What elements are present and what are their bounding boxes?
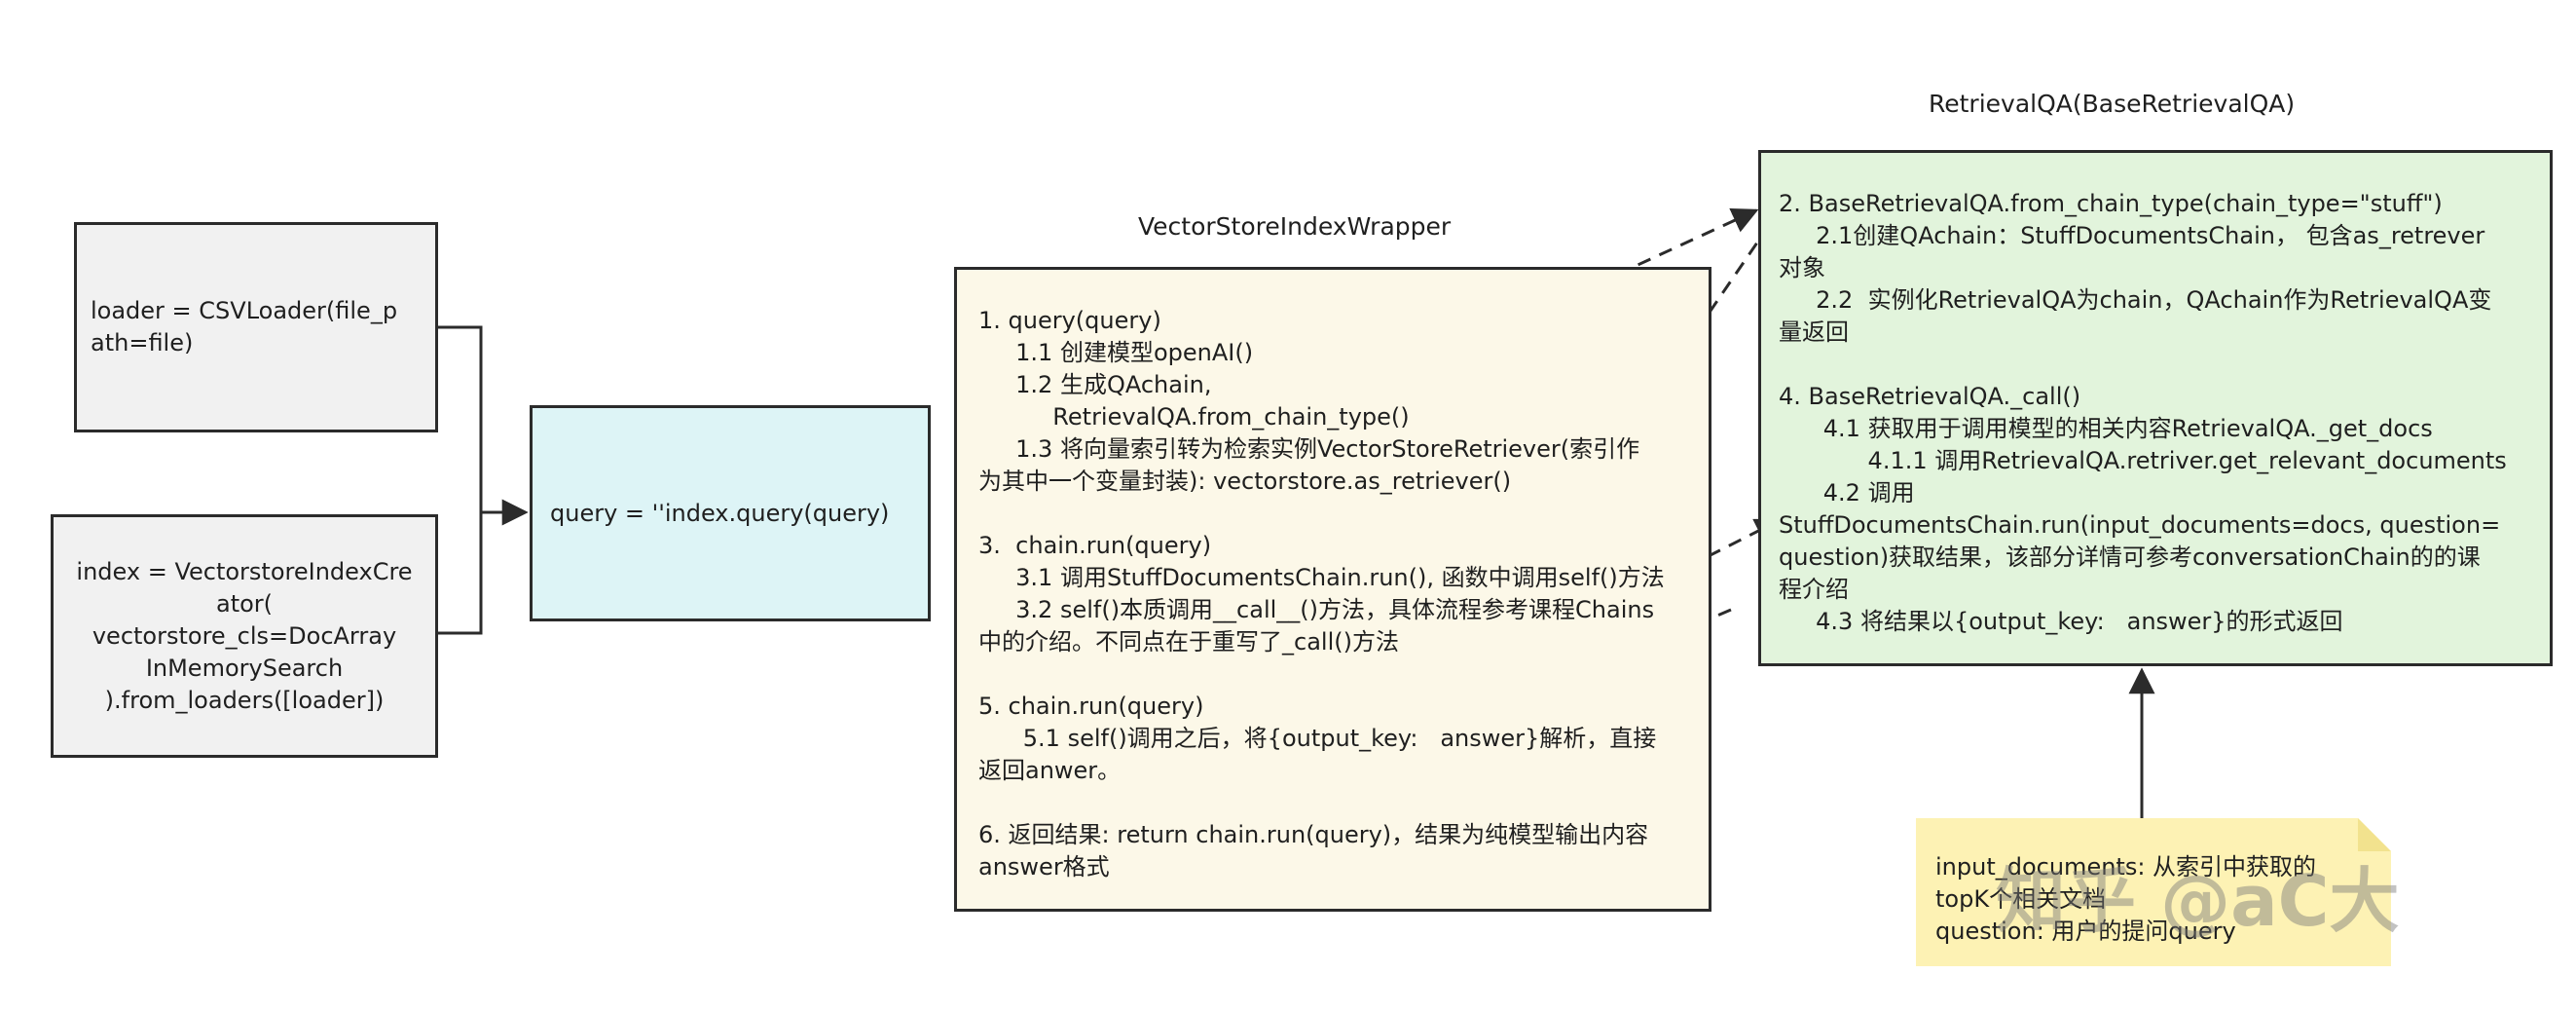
wrapper-line: 为其中一个变量封装): vectorstore.as_retriever(): [978, 468, 1512, 495]
edge-index-to-query: [438, 512, 483, 635]
wrapper-line: 3.1 调用StuffDocumentsChain.run(), 函数中调用se…: [978, 564, 1665, 591]
query-text: query = ''index.query(query): [550, 499, 890, 527]
wrapper-line: [978, 787, 1691, 819]
wrapper-line: 5. chain.run(query): [978, 693, 1204, 720]
retrieval-node: 2. BaseRetrievalQA.from_chain_type(chain…: [1758, 150, 2553, 666]
retrieval-line: 2.2 实例化RetrievalQA为chain，QAchain作为Retrie…: [1779, 286, 2492, 314]
wrapper-line: 1.1 创建模型openAI(): [978, 339, 1254, 366]
retrieval-title: RetrievalQA(BaseRetrievalQA): [1929, 90, 2296, 118]
index-line: ).from_loaders([loader]): [104, 686, 385, 714]
wrapper-title: VectorStoreIndexWrapper: [1138, 212, 1452, 241]
wrapper-line: 1.3 将向量索引转为检索实例VectorStoreRetriever(索引作: [978, 435, 1640, 463]
retrieval-line: StuffDocumentsChain.run(input_documents=…: [1779, 511, 2501, 539]
watermark: 知乎 @aC大: [1996, 860, 2400, 942]
note-line: question: 用户的提问query: [1935, 918, 2236, 945]
wrapper-line: 1. query(query): [978, 307, 1161, 334]
loader-line: loader = CSVLoader(file_p: [91, 297, 398, 324]
query-node: query = ''index.query(query): [530, 405, 931, 621]
retrieval-line: 2.1创建QAchain：StuffDocumentsChain， 包含as_r…: [1779, 222, 2485, 249]
note-line: input_documents: 从索引中获取的: [1935, 853, 2317, 881]
retrieval-line: 4.2 调用: [1779, 479, 1915, 506]
wrapper-line: 中的介绍。不同点在于重写了_call()方法: [978, 628, 1399, 656]
wrapper-line: 3.2 self()本质调用__call__()方法，具体流程参考课程Chain…: [978, 596, 1655, 623]
index-node: index = VectorstoreIndexCre ator( vector…: [51, 514, 438, 758]
wrapper-line: [978, 498, 1691, 530]
retrieval-line: 4. BaseRetrievalQA._call(): [1779, 383, 2081, 410]
wrapper-line: RetrievalQA.from_chain_type(): [978, 403, 1410, 431]
loader-node: loader = CSVLoader(file_p ath=file): [74, 222, 438, 432]
note-card: input_documents: 从索引中获取的 topK个相关文档 quest…: [1916, 818, 2391, 966]
retrieval-line: 4.3 将结果以{output_key: answer}的形式返回: [1779, 608, 2343, 635]
index-line: vectorstore_cls=DocArray: [92, 621, 397, 650]
retrieval-line: 2. BaseRetrievalQA.from_chain_type(chain…: [1779, 190, 2443, 217]
loader-line: ath=file): [91, 329, 194, 356]
wrapper-line: 6. 返回结果: return chain.run(query)，结果为纯模型输…: [978, 821, 1649, 848]
retrieval-line: 程介绍: [1779, 576, 1849, 603]
retrieval-line: 4.1.1 调用RetrievalQA.retriver.get_relevan…: [1779, 447, 2507, 474]
wrapper-line: 3. chain.run(query): [978, 532, 1212, 559]
retrieval-line: question)获取结果，该部分详情可参考conversationChain的…: [1779, 543, 2481, 571]
index-line: ator(: [215, 589, 274, 618]
wrapper-line: 返回anwer。: [978, 757, 1122, 784]
edge-loader-to-query: [438, 325, 529, 526]
loader-text: loader = CSVLoader(file_p ath=file): [91, 295, 397, 359]
index-line: index = VectorstoreIndexCre: [76, 557, 413, 585]
index-line: InMemorySearch: [145, 654, 344, 682]
retrieval-line: 量返回: [1779, 319, 1849, 346]
wrapper-line: answer格式: [978, 853, 1110, 881]
wrapper-line: 5.1 self()调用之后，将{output_key: answer}解析，直…: [978, 725, 1657, 752]
note-line: topK个相关文档: [1935, 885, 2107, 913]
retrieval-line: 4.1 获取用于调用模型的相关内容RetrievalQA._get_docs: [1779, 415, 2433, 442]
wrapper-line: [978, 658, 1691, 691]
retrieval-line: [1779, 349, 2538, 381]
wrapper-node: 1. query(query) 1.1 创建模型openAI() 1.2 生成Q…: [954, 267, 1711, 912]
wrapper-line: 1.2 生成QAchain,: [978, 371, 1212, 398]
retrieval-line: 对象: [1779, 254, 1825, 281]
